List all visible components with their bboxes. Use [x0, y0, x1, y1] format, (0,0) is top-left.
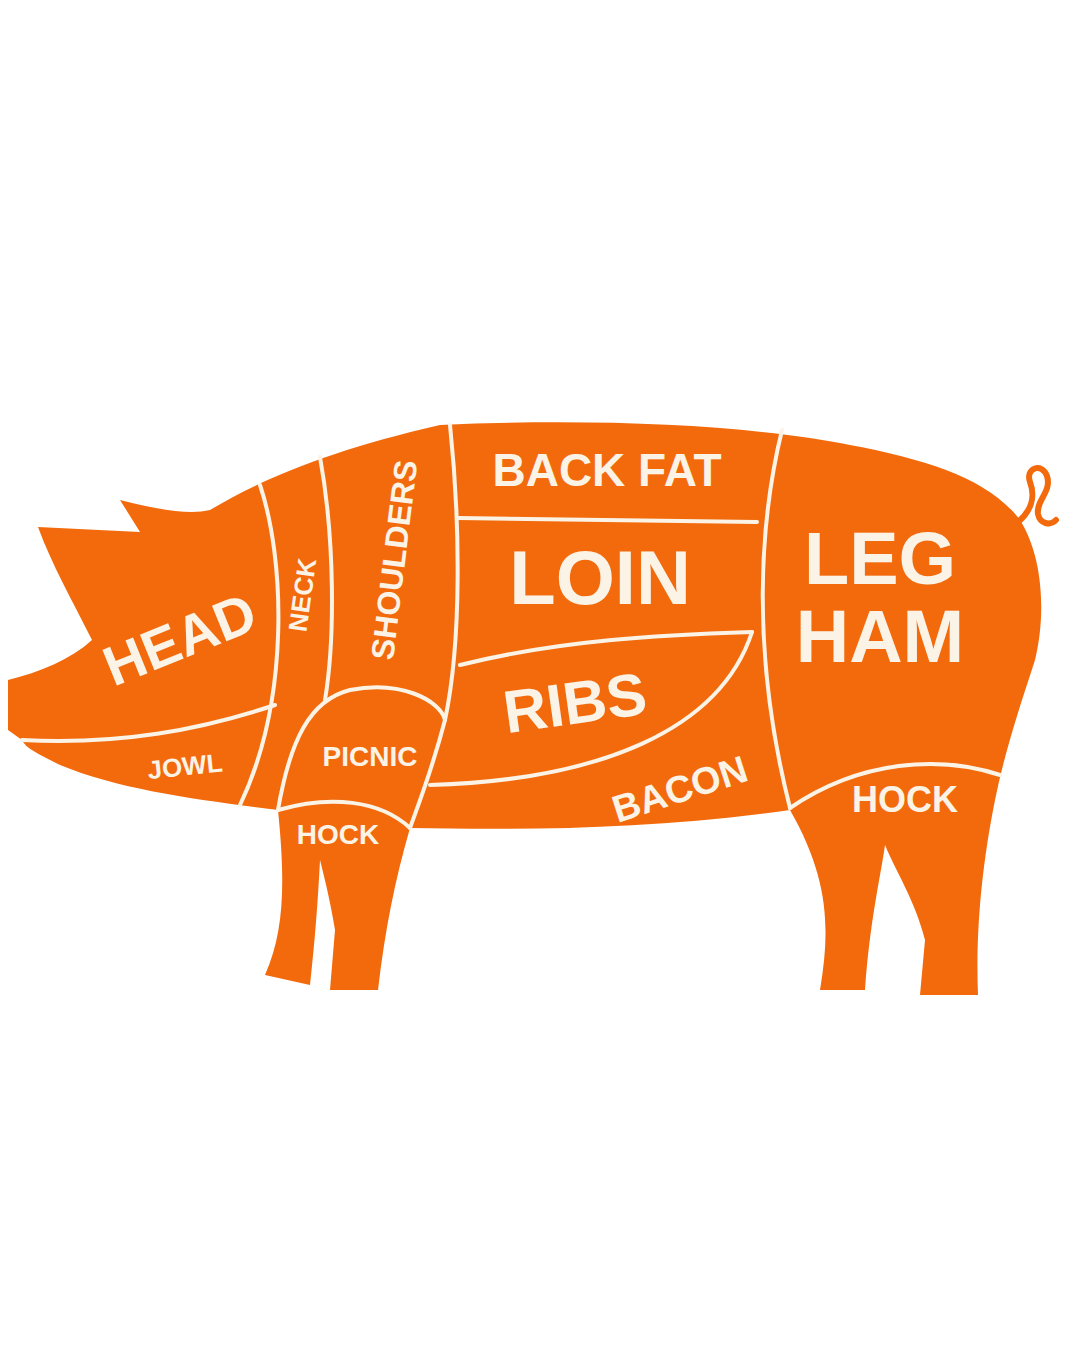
part-label: LOIN — [509, 538, 691, 618]
pig-body — [8, 422, 1041, 995]
cut-lines — [22, 425, 1000, 828]
part-label: HOCK — [297, 820, 379, 849]
pig-tail — [1018, 468, 1056, 523]
part-label: BACK FAT — [492, 446, 721, 494]
part-label: LEG HAM — [780, 520, 980, 675]
part-label: HOCK — [852, 781, 958, 819]
part-label: PICNIC — [323, 742, 418, 771]
